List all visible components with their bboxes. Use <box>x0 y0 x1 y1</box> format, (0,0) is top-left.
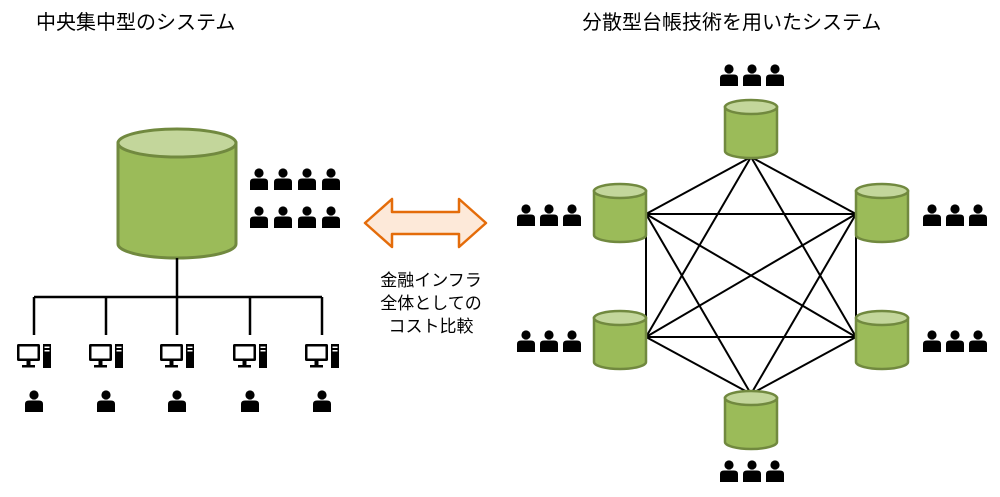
comparison-label-line: 金融インフラ <box>380 271 482 291</box>
person-icon <box>25 390 43 412</box>
person-icon <box>274 168 292 190</box>
person-icon <box>969 330 987 352</box>
ledger-node-lower-right <box>854 309 910 371</box>
person-icon <box>168 390 186 412</box>
person-icon <box>969 204 987 226</box>
person-icon <box>946 330 964 352</box>
person-icon <box>313 390 331 412</box>
person-icon <box>298 206 316 228</box>
person-icon <box>97 390 115 412</box>
ledger-node-bottom <box>723 389 779 451</box>
comparison-label-line: コスト比較 <box>388 317 474 337</box>
title-distributed: 分散型台帳技術を用いたシステム <box>582 10 882 34</box>
person-icon <box>322 168 340 190</box>
person-icon <box>923 330 941 352</box>
users-group-upper-left <box>517 204 581 226</box>
client-users <box>25 390 331 412</box>
person-icon <box>766 460 784 482</box>
ledger-node-upper-right <box>854 182 910 244</box>
mesh-network <box>645 156 857 395</box>
person-icon <box>298 168 316 190</box>
desktop-computer-icon <box>160 344 194 368</box>
comparison-label: 金融インフラ 全体としての コスト比較 <box>372 270 490 339</box>
person-icon <box>946 204 964 226</box>
users-group-lower-right <box>923 330 987 352</box>
tree-network <box>32 258 324 335</box>
person-icon <box>241 390 259 412</box>
person-icon <box>766 64 784 86</box>
users-group-lower-left <box>517 330 581 352</box>
person-icon <box>322 206 340 228</box>
person-icon <box>250 168 268 190</box>
desktop-computer-icon <box>305 344 339 368</box>
person-icon <box>720 64 738 86</box>
desktop-computer-icon <box>17 344 51 368</box>
comparison-label-line: 全体としての <box>380 294 482 314</box>
person-icon <box>540 330 558 352</box>
ledger-node-upper-left <box>592 182 648 244</box>
person-icon <box>250 206 268 228</box>
title-centralized: 中央集中型のシステム <box>36 10 236 34</box>
central-users-group <box>250 168 340 228</box>
person-icon <box>743 460 761 482</box>
desktop-computer-icon <box>89 344 123 368</box>
person-icon <box>274 206 292 228</box>
central-database-icon <box>116 127 238 260</box>
ledger-node-lower-left <box>592 309 648 371</box>
desktop-computer-icon <box>233 344 267 368</box>
client-computers <box>17 344 339 368</box>
users-group-upper-right <box>923 204 987 226</box>
person-icon <box>743 64 761 86</box>
person-icon <box>563 204 581 226</box>
person-icon <box>720 460 738 482</box>
double-arrow-icon <box>363 197 488 249</box>
person-icon <box>517 330 535 352</box>
users-group-top <box>720 64 784 86</box>
person-icon <box>923 204 941 226</box>
person-icon <box>540 204 558 226</box>
person-icon <box>563 330 581 352</box>
users-group-bottom <box>720 460 784 482</box>
ledger-node-top <box>723 98 779 160</box>
person-icon <box>517 204 535 226</box>
